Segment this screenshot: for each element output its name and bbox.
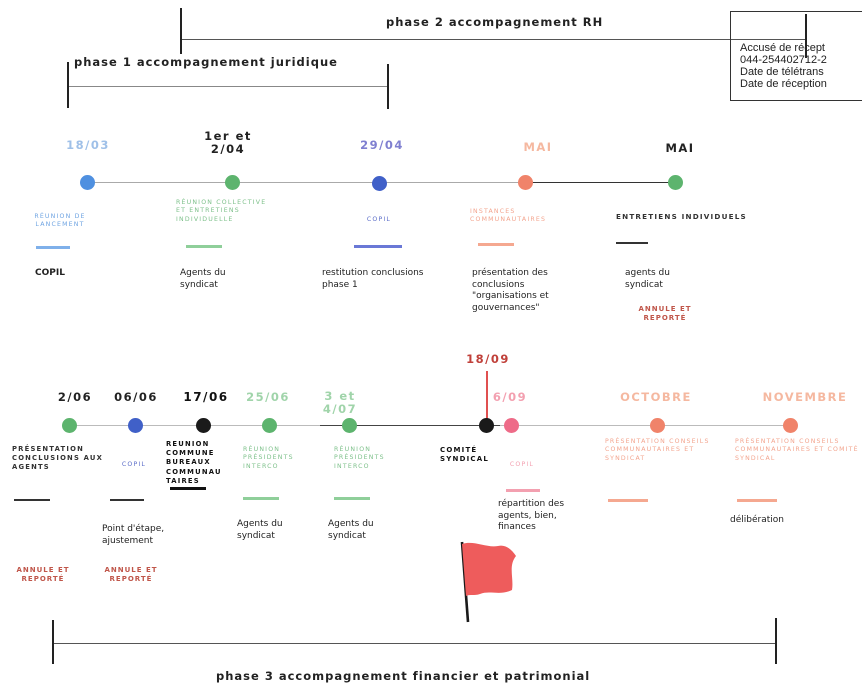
row1-annotation-5: ANNULE ET REPORTÉ	[638, 305, 692, 323]
row2-dot-7	[504, 418, 519, 433]
row1-date-2: 1er et 2/04	[204, 129, 252, 156]
row1-underline-4	[478, 243, 514, 246]
phase2-line	[182, 39, 806, 40]
phase2-start-bar	[180, 8, 182, 54]
row1-caption-5: ENTRETIENS INDIVIDUELS	[616, 212, 747, 221]
row2-caption-3: REUNION COMMUNE BUREAUX COMMUNAU TAIRES	[166, 440, 222, 485]
row2-note-2: Point d'étape, ajustement	[102, 524, 165, 546]
phase2-end-bar	[805, 14, 807, 58]
row1-underline-2	[186, 245, 222, 248]
red-flag-icon	[460, 541, 516, 623]
row2-dot-2	[128, 418, 143, 433]
row2-date-8: OCTOBRE	[620, 390, 692, 404]
row1-note-1: COPIL	[35, 268, 65, 278]
row1-date-1: 18/03	[66, 138, 110, 152]
stamp-line-4: Date de réception	[740, 78, 827, 90]
row2-date-9: NOVEMBRE	[762, 390, 848, 404]
row2-date-7: 6/09	[492, 390, 528, 404]
row2-timeline-dark	[320, 425, 500, 426]
phase1-end-bar	[387, 64, 389, 109]
phase3-end-bar	[775, 618, 777, 664]
phase1-start-bar	[67, 62, 69, 108]
row1-caption-4: Instances communautaires	[470, 208, 547, 224]
row2-caption-4: Réunion présidents interco	[243, 446, 294, 470]
row2-dot-1	[62, 418, 77, 433]
phase3-title: phase 3 accompagnement financier et patr…	[216, 669, 591, 683]
row2-date-6: 18/09	[466, 352, 510, 366]
row2-dot-8	[650, 418, 665, 433]
phase1-title: phase 1 accompagnement juridique	[74, 55, 338, 69]
row1-note-4: présentation des conclusions "organisati…	[472, 268, 549, 314]
row2-caption-1: PRÉSENTATION CONCLUSIONS AUX AGENTS	[12, 445, 104, 472]
row2-date-5: 3 et 4/07	[322, 389, 358, 416]
row2-underline-7	[506, 489, 540, 492]
row2-dot-5	[342, 418, 357, 433]
row2-date-1: 2/06	[57, 390, 93, 404]
row2-note-5: Agents du syndicat	[328, 519, 374, 541]
row2-annotation-1: ANNULE ET REPORTÉ	[16, 566, 70, 584]
row2-underline-3	[170, 487, 206, 490]
row2-caption-9: Présentation conseils communautaires et …	[735, 438, 859, 462]
phase2-title: phase 2 accompagnement RH	[386, 15, 604, 29]
row2-underline-2	[110, 499, 144, 501]
row2-note-7: répartition des agents, bien, finances	[498, 499, 565, 533]
stamp-line-3: Date de télétrans	[740, 66, 824, 78]
row2-note-4: Agents du syndicat	[237, 519, 283, 541]
reception-stamp: Accusé de récept 044-254402712-2 Date de…	[730, 11, 862, 101]
row2-caption-5: Réunion présidents interco	[334, 446, 385, 470]
row1-underline-1	[36, 246, 70, 249]
row2-caption-7: COPIL	[509, 461, 535, 468]
row1-dot-1	[80, 175, 95, 190]
row2-dot-3	[196, 418, 211, 433]
row1-date-4: MAI	[523, 140, 553, 154]
row1-timeline-dark	[525, 182, 675, 183]
row2-date-2: 06/06	[114, 390, 158, 404]
row2-underline-9	[737, 499, 777, 502]
row1-dot-4	[518, 175, 533, 190]
row2-underline-8	[608, 499, 648, 502]
row2-annotation-2: ANNULE ET REPORTÉ	[104, 566, 158, 584]
phase3-start-bar	[52, 620, 54, 664]
row1-note-2: Agents du syndicat	[180, 268, 226, 290]
row2-dot-6	[479, 418, 494, 433]
row1-date-3: 29/04	[360, 138, 404, 152]
row1-underline-3	[354, 245, 402, 248]
phase3-line	[54, 643, 776, 644]
row2-caption-6: COMITÉ SYNDICAL	[440, 446, 489, 464]
row2-red-marker	[486, 371, 488, 421]
row2-date-3: 17/06	[183, 390, 229, 404]
row1-dot-3	[372, 176, 387, 191]
row2-underline-5	[334, 497, 370, 500]
row2-caption-8: Présentation conseils communautaires et …	[605, 438, 710, 462]
row2-caption-2: COPIL	[121, 461, 147, 468]
row1-note-5: agents du syndicat	[625, 268, 670, 290]
row1-caption-2: Réunion collective et entretiens individ…	[176, 199, 267, 223]
row1-note-3: restitution conclusions phase 1	[322, 268, 424, 290]
row2-underline-4	[243, 497, 279, 500]
row2-underline-1	[14, 499, 50, 501]
stamp-line-2: 044-254402712-2	[740, 54, 827, 66]
row1-dot-5	[668, 175, 683, 190]
stamp-line-1: Accusé de récept	[740, 42, 825, 54]
row2-dot-9	[783, 418, 798, 433]
row1-caption-3: COPIL	[366, 216, 392, 223]
row2-date-4: 25/06	[246, 390, 290, 404]
row1-date-5: MAI	[665, 141, 695, 155]
row1-underline-5	[616, 242, 648, 244]
row2-dot-4	[262, 418, 277, 433]
row1-dot-2	[225, 175, 240, 190]
row1-caption-1: Réunion de lancement	[34, 213, 86, 229]
row2-note-9: délibération	[730, 515, 784, 525]
phase1-line	[69, 86, 387, 87]
